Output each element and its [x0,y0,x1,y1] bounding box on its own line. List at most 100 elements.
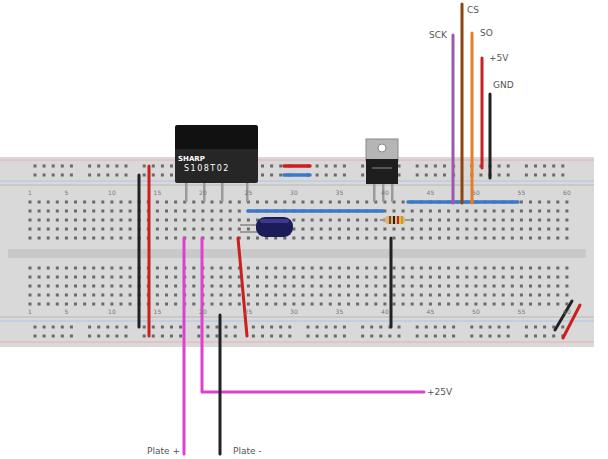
breadboard-hole [334,174,337,177]
breadboard-hole [92,294,95,297]
breadboard-hole [110,219,113,222]
breadboard-hole [120,285,123,288]
breadboard-hole [434,326,437,329]
breadboard-hole [283,267,286,270]
breadboard-hole [507,335,510,338]
breadboard-hole [429,237,432,240]
supply-label: +25V [427,388,452,397]
breadboard-hole [120,303,123,306]
resistor-symbol [385,216,405,224]
breadboard-hole [38,285,41,288]
breadboard-hole [383,237,386,240]
breadboard-hole [261,165,264,168]
breadboard-hole [65,210,68,213]
breadboard-hole [552,335,555,338]
breadboard-hole [434,335,437,338]
breadboard-hole [129,303,132,306]
column-number: 60 [563,190,571,196]
breadboard-hole [65,219,68,222]
breadboard-hole [311,303,314,306]
breadboard-hole [383,303,386,306]
breadboard-hole [156,303,159,306]
breadboard-hole [38,303,41,306]
breadboard-hole [238,201,241,204]
hole-grid [29,165,569,338]
breadboard-hole [311,285,314,288]
breadboard-hole [538,267,541,270]
breadboard-hole [538,210,541,213]
breadboard-hole [484,228,487,231]
breadboard-hole [270,165,273,168]
breadboard-hole [456,285,459,288]
breadboard-hole [174,210,177,213]
breadboard-hole [529,201,532,204]
breadboard-hole [52,326,55,329]
breadboard-hole [156,219,159,222]
breadboard-hole [565,276,568,279]
breadboard-hole [183,228,186,231]
breadboard-hole [170,165,173,168]
capacitor-lead [240,231,258,233]
breadboard-hole [343,326,346,329]
breadboard-hole [511,294,514,297]
breadboard-hole [216,335,219,338]
column-number: 40 [381,309,389,315]
breadboard-hole [356,228,359,231]
breadboard-hole [265,303,268,306]
breadboard-hole [165,219,168,222]
breadboard-hole [247,267,250,270]
breadboard-hole [220,219,223,222]
sck-wire [452,35,455,203]
breadboard-hole [220,276,223,279]
power-wire [238,238,247,336]
breadboard-hole [416,326,419,329]
so-wire [471,33,474,203]
breadboard-hole [129,285,132,288]
breadboard-hole [465,285,468,288]
breadboard-hole [365,201,368,204]
breadboard-hole [74,294,77,297]
breadboard-hole [74,228,77,231]
breadboard-hole [47,237,50,240]
breadboard-hole [201,219,204,222]
breadboard-hole [320,285,323,288]
breadboard-hole [38,228,41,231]
regulator-body [366,159,398,184]
breadboard-hole [411,294,414,297]
breadboard-hole [101,294,104,297]
breadboard-hole [220,237,223,240]
breadboard-hole [511,219,514,222]
breadboard-hole [356,285,359,288]
breadboard-hole [452,335,455,338]
breadboard-hole [538,303,541,306]
breadboard-hole [447,228,450,231]
breadboard-hole [143,335,146,338]
breadboard-hole [283,285,286,288]
breadboard-hole [561,174,564,177]
column-number: 30 [290,190,298,196]
breadboard-hole [465,276,468,279]
breadboard-hole [447,303,450,306]
breadboard-hole [556,276,559,279]
breadboard-hole [43,326,46,329]
breadboard-hole [383,276,386,279]
breadboard-hole [343,335,346,338]
breadboard-hole [402,237,405,240]
breadboard-hole [479,174,482,177]
breadboard-hole [383,267,386,270]
breadboard-hole [220,303,223,306]
breadboard-hole [283,276,286,279]
breadboard-hole [252,335,255,338]
breadboard-hole [511,228,514,231]
breadboard-hole [192,267,195,270]
breadboard-hole [47,201,50,204]
breadboard-body [0,157,594,347]
breadboard-hole [474,219,477,222]
breadboard-hole [434,174,437,177]
breadboard-hole [288,335,291,338]
breadboard-hole [125,165,128,168]
breadboard-hole [456,237,459,240]
breadboard-hole [365,267,368,270]
breadboard-hole [474,276,477,279]
